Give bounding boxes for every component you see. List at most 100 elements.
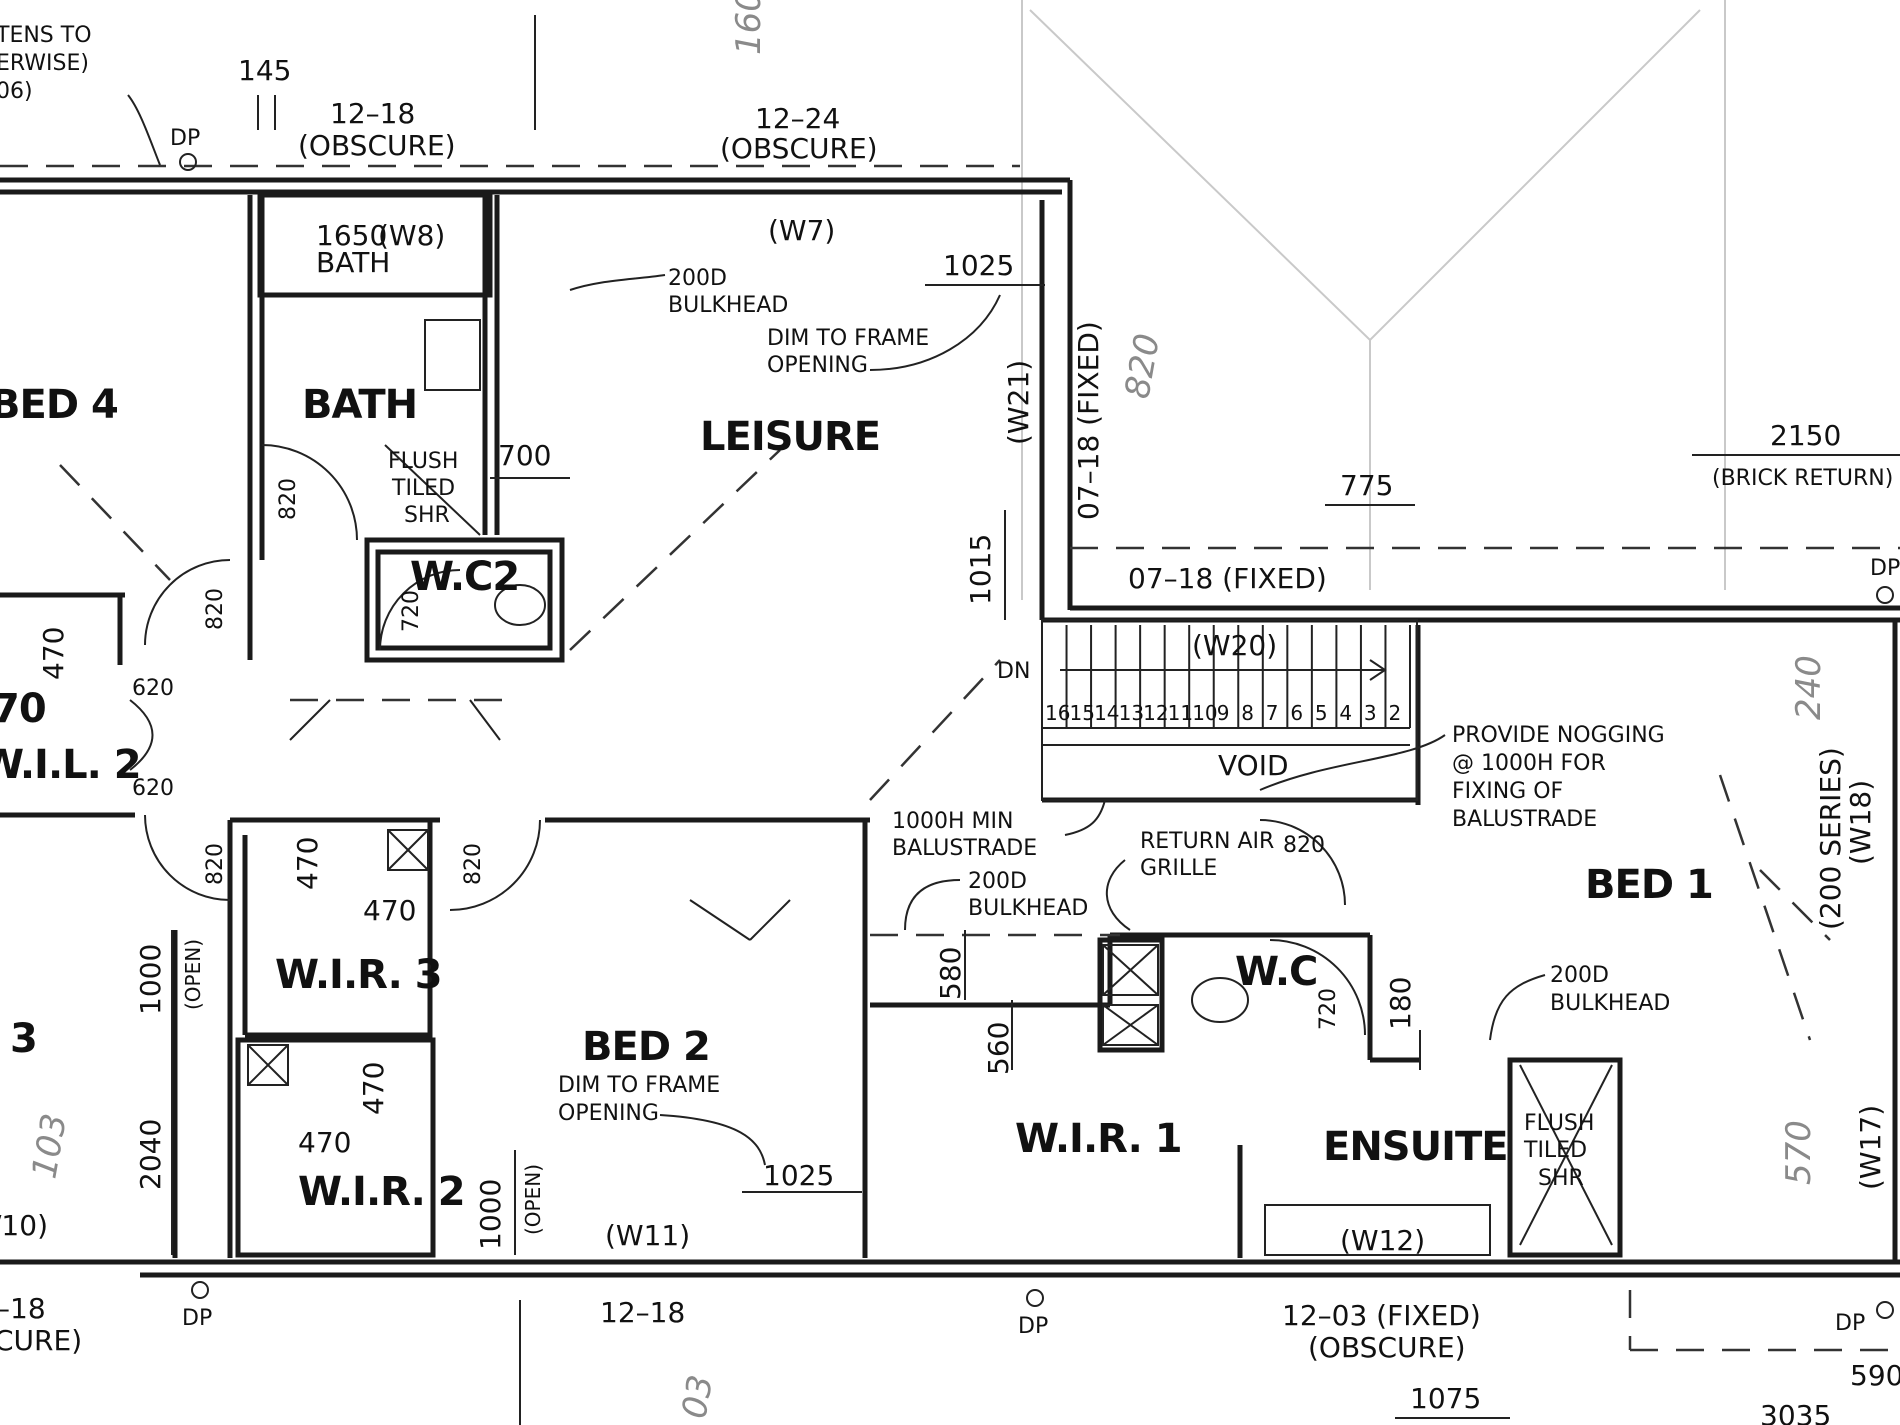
dim-720-wc2: 720 (399, 590, 424, 632)
spec-bottom-left: –18 (0, 1292, 46, 1325)
internal-walls (0, 192, 1623, 1258)
note-dim-frame-bed2: DIM TO FRAME (558, 1073, 720, 1098)
roof-outline (1021, 0, 1726, 600)
note-nogging-2: @ 1000H FOR (1452, 751, 1606, 776)
note-bulkhead-mid: 200D (968, 869, 1027, 894)
room-diagonals (59, 449, 1831, 1041)
stair-number: 12 (1143, 701, 1168, 725)
open-a: (OPEN) (181, 939, 205, 1010)
pencil-mark: 240 (1789, 655, 1829, 720)
stair-number: 3 (1364, 701, 1377, 725)
dim-1025-bed2: 1025 (763, 1159, 834, 1192)
dp-label: DP (170, 126, 200, 151)
window-w11: (W11) (605, 1219, 690, 1252)
dim-700: 700 (498, 439, 551, 472)
staircase (1041, 619, 1418, 801)
window-w10: /10) (0, 1209, 48, 1242)
dim-470-e: 470 (298, 1126, 351, 1159)
door-bath (261, 444, 358, 541)
room-bath: BATH (302, 382, 417, 428)
spec-top-mid-obscure: (OBSCURE) (720, 132, 878, 165)
dp-label: DP (182, 1306, 212, 1331)
note-corner-2: ERWISE) (0, 51, 89, 76)
dim-560: 560 (982, 1022, 1015, 1075)
pencil-mark: 03 (674, 1372, 721, 1422)
stair-number: 8 (1241, 701, 1254, 725)
dim-70: 70 (0, 686, 46, 732)
spec-bottom-mid: 12–18 (600, 1296, 685, 1329)
dim-580: 580 (934, 947, 967, 1000)
dim-470-c: 470 (363, 894, 416, 927)
note-ens-flush-3: SHR (1538, 1166, 1584, 1191)
room-bed2: BED 2 (582, 1024, 710, 1070)
note-nogging-1: PROVIDE NOGGING (1452, 723, 1665, 748)
note-balustrade-2: BALUSTRADE (892, 836, 1037, 861)
note-bulkhead-mid-2: BULKHEAD (968, 896, 1088, 921)
dim-620-b: 620 (132, 776, 174, 801)
spec-bottom-left-obscure: CURE) (0, 1324, 82, 1357)
dim-1075: 1075 (1410, 1382, 1481, 1415)
toilet-wc (1191, 977, 1249, 1023)
stair-number: 9 (1217, 701, 1230, 725)
spec-w20: 07–18 (FIXED) (1128, 562, 1327, 595)
dim-820-wir3: 820 (461, 843, 486, 885)
note-bulkhead-right: 200D (1550, 963, 1609, 988)
spec-top-left: 12–18 (330, 97, 415, 130)
spec-w21: 07–18 (FIXED) (1072, 321, 1105, 520)
stair-number: 13 (1119, 701, 1144, 725)
note-corner-1: TENS TO (0, 23, 92, 48)
stair-number: 2 (1388, 701, 1401, 725)
dim-820-bed1: 820 (1283, 833, 1325, 858)
downpipe-circles (179, 153, 1894, 1319)
dim-470-a: 470 (37, 627, 70, 680)
room-wir1: W.I.R. 1 (1015, 1116, 1182, 1162)
dim-720-wc: 720 (1316, 988, 1341, 1030)
dim-620-a: 620 (132, 676, 174, 701)
dim-1000-a: 1000 (134, 944, 167, 1015)
leader-arrows (127, 94, 1546, 1166)
spec-bottom-right-obscure: (OBSCURE) (1308, 1331, 1466, 1364)
stair-number: 11 (1168, 701, 1193, 725)
dimension-lines (171, 95, 1900, 1419)
stair-treads (1041, 625, 1411, 728)
dp-label: DP (1870, 556, 1900, 581)
window-w17: (W17) (1854, 1105, 1887, 1190)
dp-label: DP (1018, 1314, 1048, 1339)
room-leisure: LEISURE (700, 414, 880, 460)
window-w20: (W20) (1192, 629, 1277, 662)
dim-1000-b: 1000 (474, 1179, 507, 1250)
note-flush-1: FLUSH (388, 449, 458, 474)
spec-top-mid: 12–24 (755, 102, 840, 135)
stair-number: 16 (1045, 701, 1070, 725)
door-wc (1269, 939, 1366, 1036)
note-ens-flush-2: TILED (1523, 1138, 1587, 1163)
setback-lines (0, 15, 1900, 1425)
note-nogging-4: BALUSTRADE (1452, 807, 1597, 832)
note-ens-flush-1: FLUSH (1524, 1111, 1594, 1136)
dim-470-d: 470 (357, 1062, 390, 1115)
room-bed3: 3 (10, 1016, 37, 1062)
dim-775: 775 (1340, 469, 1393, 502)
dim-2150: 2150 (1770, 419, 1841, 452)
dim-470-b: 470 (291, 837, 324, 890)
dim-820-bath: 820 (276, 478, 301, 520)
room-wil2: W.I.L. 2 (0, 742, 141, 788)
open-b: (OPEN) (521, 1164, 545, 1235)
dim-2040: 2040 (134, 1119, 167, 1190)
window-w8: (W8) (378, 219, 445, 252)
note-flush-3: SHR (404, 503, 450, 528)
stair-number: 15 (1070, 701, 1095, 725)
room-wc: W.C (1235, 949, 1317, 995)
dim-820-bed4: 820 (203, 588, 228, 630)
note-flush-2: TILED (391, 476, 455, 501)
room-wir2: W.I.R. 2 (298, 1169, 465, 1215)
door-wil2 (129, 699, 154, 771)
note-opening-top: OPENING (767, 353, 868, 378)
stair-arrow-head (1369, 659, 1387, 681)
stair-number: 5 (1315, 701, 1328, 725)
dim-3035: 3035 (1760, 1399, 1831, 1425)
room-bed1: BED 1 (1585, 862, 1713, 908)
doors (129, 444, 1366, 1036)
note-balustrade-1: 1000H MIN (892, 809, 1013, 834)
note-nogging-3: FIXING OF (1452, 779, 1563, 804)
